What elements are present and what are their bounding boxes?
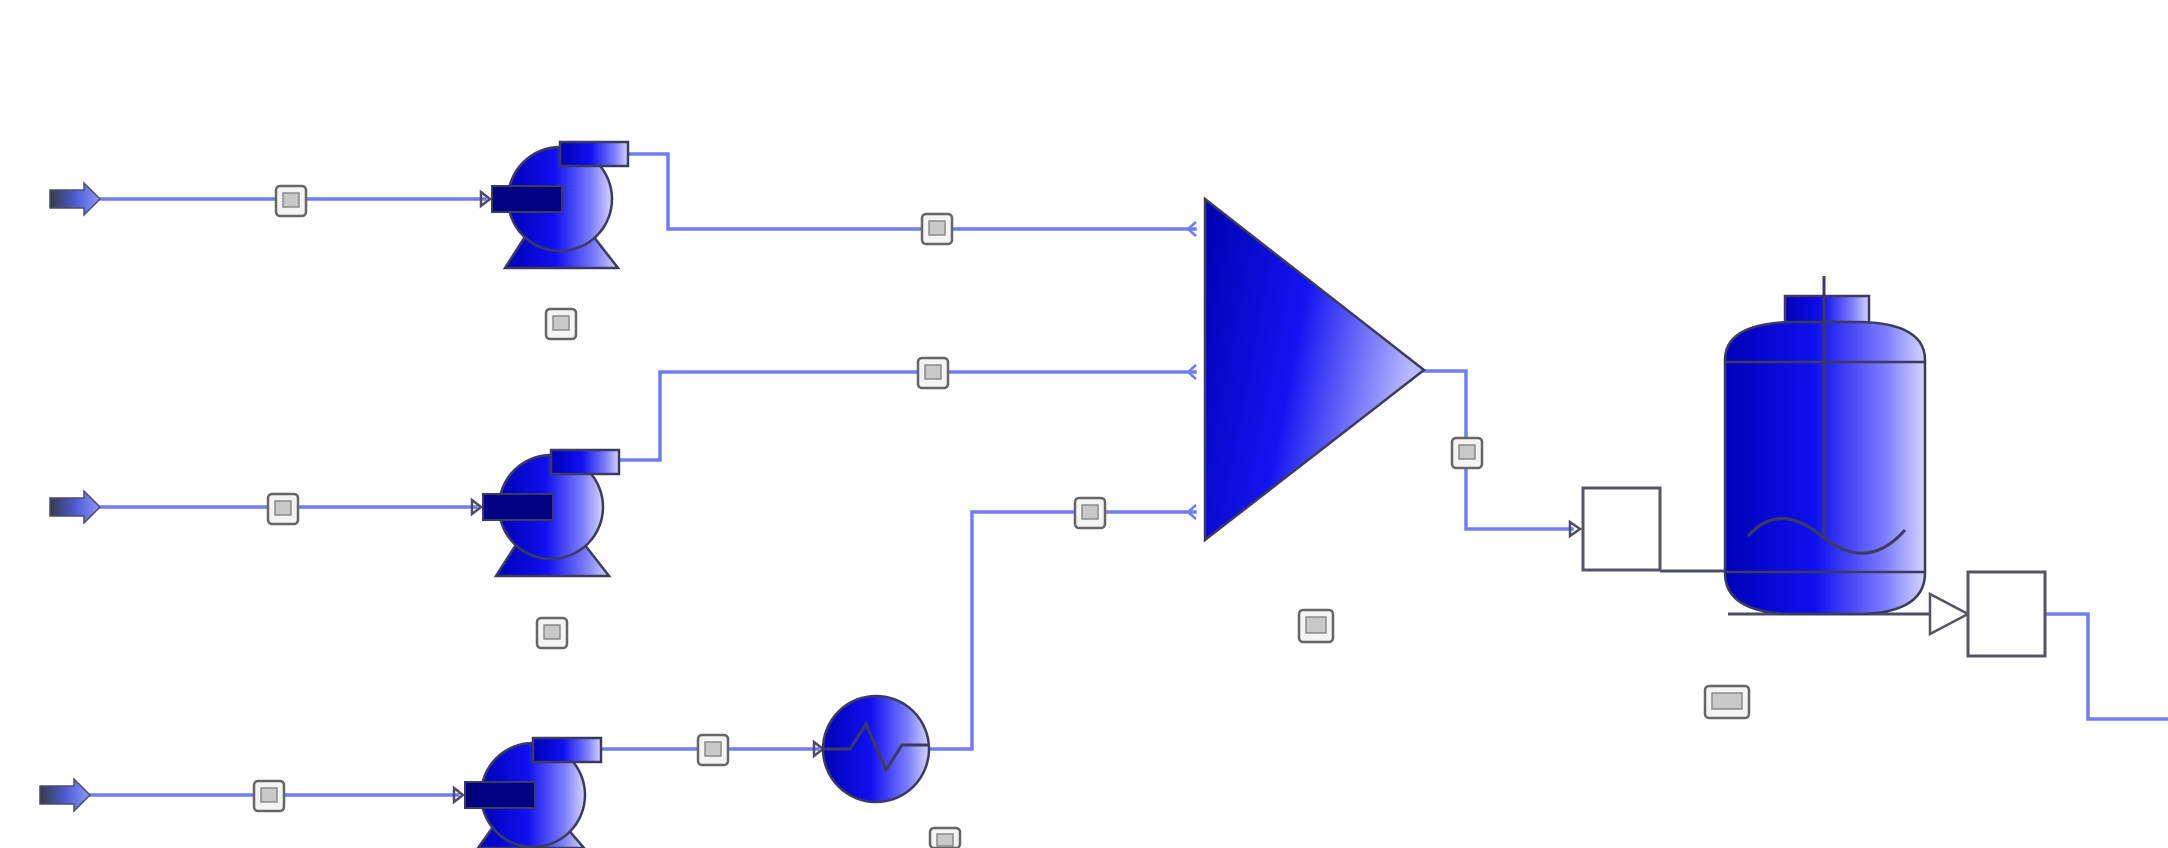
valve-box-icon[interactable] xyxy=(1581,486,1662,572)
stream-tag[interactable] xyxy=(252,779,286,813)
stream-outlet[interactable] xyxy=(2044,612,2168,721)
mixer-triangle-icon[interactable] xyxy=(1203,196,1427,543)
stream-tag[interactable] xyxy=(274,184,308,218)
centrifugal-pump-icon[interactable] xyxy=(464,736,603,848)
feed-arrow-icon[interactable] xyxy=(39,777,92,813)
storage-vessel-icon[interactable] xyxy=(1723,276,1927,616)
stream-pump2-mixer[interactable] xyxy=(618,370,1197,462)
centrifugal-pump-icon[interactable] xyxy=(491,140,630,270)
stream-tag[interactable] xyxy=(266,492,300,526)
stream-tag[interactable] xyxy=(1450,436,1484,470)
valve-box-icon[interactable] xyxy=(1928,570,2047,658)
heat-exchanger-icon[interactable] xyxy=(821,694,931,804)
unit-tag[interactable] xyxy=(1297,608,1335,644)
stream-hx-mixer[interactable] xyxy=(928,510,1197,751)
unit-tag[interactable] xyxy=(535,616,569,650)
stream-tag[interactable] xyxy=(1073,496,1107,530)
centrifugal-pump-icon[interactable] xyxy=(482,448,621,578)
inlet-markers xyxy=(452,189,1583,805)
stream-mixer-valve[interactable] xyxy=(1422,369,1574,531)
unit-tag[interactable] xyxy=(928,826,962,848)
unit-tag[interactable] xyxy=(1703,684,1751,720)
stream-pump1-mixer[interactable] xyxy=(626,152,1197,231)
stream-tag[interactable] xyxy=(696,733,730,767)
feed-arrow-icon[interactable] xyxy=(49,489,102,525)
stream-tag[interactable] xyxy=(916,356,950,390)
stream-tag[interactable] xyxy=(920,212,954,246)
unit-tag[interactable] xyxy=(544,307,578,341)
feed-arrow-icon[interactable] xyxy=(49,181,102,217)
